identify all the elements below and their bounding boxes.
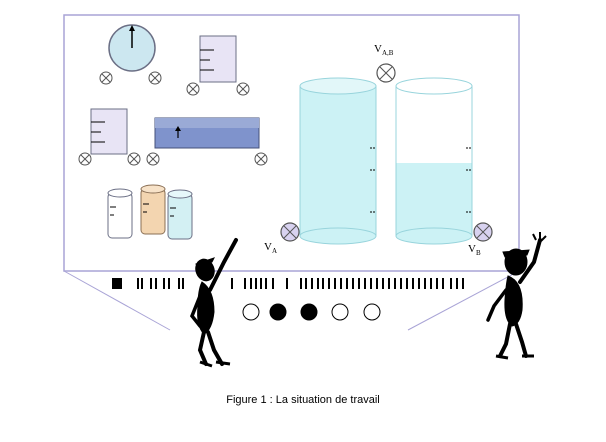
- barcode-icon: [112, 278, 464, 289]
- cross-valve-icon[interactable]: [78, 152, 92, 166]
- projection-line-left: [63, 270, 171, 331]
- cross-valve-icon[interactable]: [186, 82, 200, 96]
- cup-orange: [140, 184, 166, 235]
- valve-b-label: VB: [468, 243, 481, 257]
- cross-valve-icon[interactable]: [99, 71, 113, 85]
- cross-valve-icon[interactable]: [146, 152, 160, 166]
- valve-ab[interactable]: [376, 63, 396, 83]
- stick-figure-left: [189, 238, 238, 368]
- stick-figure-right: [486, 232, 547, 360]
- level-gauge-top: [199, 35, 237, 83]
- valve-b[interactable]: [473, 222, 493, 242]
- cross-valve-icon[interactable]: [127, 152, 141, 166]
- valve-a[interactable]: [280, 222, 300, 242]
- horizontal-gauge: [154, 117, 260, 149]
- tank-b: [395, 77, 473, 245]
- cross-valve-icon[interactable]: [236, 82, 250, 96]
- cross-valve-icon[interactable]: [148, 71, 162, 85]
- indicator-light: [242, 303, 260, 321]
- cup-blue: [167, 189, 193, 240]
- indicator-lights: [242, 303, 381, 321]
- indicator-light: [363, 303, 381, 321]
- projection-line-right: [407, 270, 520, 331]
- cross-valve-icon[interactable]: [254, 152, 268, 166]
- tank-a: [299, 77, 377, 245]
- cup-white: [107, 188, 133, 239]
- valve-ab-label: VA,B: [374, 43, 394, 57]
- level-gauge-left: [90, 108, 128, 155]
- indicator-light: [331, 303, 349, 321]
- valve-a-label: VA: [264, 241, 277, 255]
- indicator-light: [269, 303, 287, 321]
- indicator-light: [300, 303, 318, 321]
- figure-caption: Figure 1 : La situation de travail: [226, 394, 380, 406]
- clock-gauge: [108, 24, 156, 72]
